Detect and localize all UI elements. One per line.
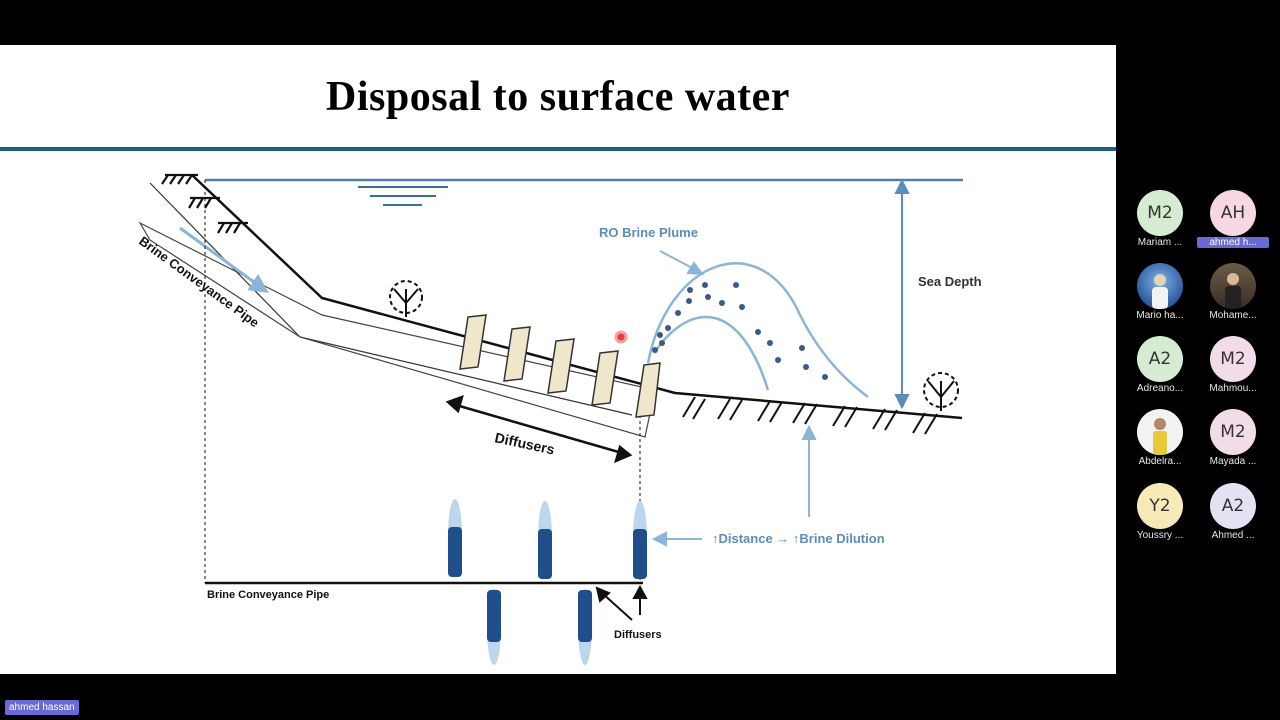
participant-tile[interactable]: A2 Ahmed ... xyxy=(1197,483,1269,543)
participant-tile[interactable]: M2 Mayada ... xyxy=(1197,409,1269,469)
avatar-photo xyxy=(1210,263,1256,309)
participant-name: Ahmed ... xyxy=(1211,530,1255,541)
participant-tile[interactable]: AH ahmed h... xyxy=(1197,190,1269,250)
avatar-photo xyxy=(1137,409,1183,455)
plan-diffuser xyxy=(448,499,462,577)
participant-name: Adreano... xyxy=(1136,383,1184,394)
participant-name: Mohame... xyxy=(1209,310,1257,321)
flow-arrow xyxy=(179,226,269,293)
avatar: M2 xyxy=(1210,409,1256,455)
participant-tile[interactable]: M2 Mariam ... xyxy=(1124,190,1196,250)
plan-diffuser xyxy=(578,589,592,665)
participant-tile[interactable]: Mario ha... xyxy=(1124,263,1196,323)
coral-icon xyxy=(923,372,959,411)
dilution-left-arrow xyxy=(651,531,702,547)
coral-icon xyxy=(389,280,423,317)
brine-disposal-diagram: Brine Conveyance Pipe RO Brine Plume Sea… xyxy=(136,173,982,665)
participant-tile[interactable]: Abdelra... xyxy=(1124,409,1196,469)
participant-name: Mariam ... xyxy=(1137,237,1183,248)
brine-plume xyxy=(646,262,869,399)
person-icon xyxy=(1152,274,1168,309)
dilution-label: ↑Distance → ↑Brine Dilution xyxy=(712,531,885,546)
avatar: M2 xyxy=(1210,336,1256,382)
pipe-label-plan: Brine Conveyance Pipe xyxy=(207,589,329,601)
diffusers-pointer-arrows xyxy=(595,584,648,621)
person-icon xyxy=(1225,273,1241,309)
participants-panel: M2 Mariam ... AH ahmed h... Mario ha... … xyxy=(1116,0,1280,720)
participant-tile[interactable]: Mohame... xyxy=(1197,263,1269,323)
slide-title: Disposal to surface water xyxy=(326,74,790,120)
presentation-slide: Disposal to surface water xyxy=(0,45,1116,674)
seabed-profile xyxy=(191,174,963,420)
diffusers-span-arrow xyxy=(445,395,633,464)
plume-label-arrow xyxy=(659,250,705,276)
avatar: AH xyxy=(1210,190,1256,236)
participant-name: Mayada ... xyxy=(1209,456,1257,467)
diffuser-riser xyxy=(459,314,661,418)
avatar: Y2 xyxy=(1137,483,1183,529)
participant-name: Mahmou... xyxy=(1209,383,1257,394)
plume-particles xyxy=(652,282,828,380)
laser-pointer-dot xyxy=(614,330,628,344)
sea-depth-arrow xyxy=(894,178,910,410)
avatar: M2 xyxy=(1137,190,1183,236)
dilution-pointer-arrow xyxy=(801,424,817,517)
avatar-photo xyxy=(1137,263,1183,309)
title-divider xyxy=(0,147,1116,151)
self-name-label: ahmed hassan xyxy=(5,700,79,715)
avatar: A2 xyxy=(1210,483,1256,529)
water-level-symbol xyxy=(358,186,448,206)
avatar: A2 xyxy=(1137,336,1183,382)
participant-name: Mario ha... xyxy=(1136,310,1184,321)
participant-name: Youssry ... xyxy=(1136,530,1184,541)
participant-name: ahmed h... xyxy=(1197,237,1269,248)
participant-tile[interactable]: A2 Adreano... xyxy=(1124,336,1196,396)
participant-name: Abdelra... xyxy=(1138,456,1182,467)
person-icon xyxy=(1153,418,1167,455)
plan-diffuser xyxy=(538,501,552,579)
pipe-label-diagonal: Brine Conveyance Pipe xyxy=(136,233,262,330)
diffusers-label-plan: Diffusers xyxy=(614,629,662,641)
brine-pipe-section xyxy=(138,221,656,438)
shore-hatching xyxy=(161,173,248,234)
plan-diffuser xyxy=(487,589,501,665)
diffusers-label: Diffusers xyxy=(493,429,556,457)
participant-tile[interactable]: M2 Mahmou... xyxy=(1197,336,1269,396)
seabed-hatching xyxy=(682,396,938,435)
sea-depth-label: Sea Depth xyxy=(918,274,982,289)
participant-tile[interactable]: Y2 Youssry ... xyxy=(1124,483,1196,543)
plume-label: RO Brine Plume xyxy=(599,225,698,240)
plan-diffuser xyxy=(633,501,647,579)
